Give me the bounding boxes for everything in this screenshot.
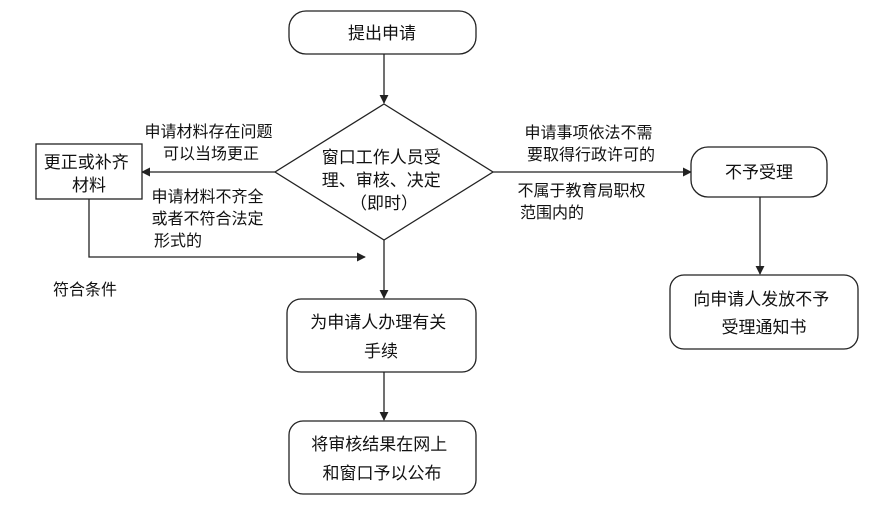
- node-reject-label: 不予受理: [725, 163, 793, 183]
- node-publish-box: [288, 420, 477, 495]
- edge-label-incomplete-line: 形式的: [154, 231, 202, 250]
- node-notice: 向申请人发放不予 受理通知书: [669, 274, 859, 350]
- edge-label-incomplete-line: 申请材料不齐全: [151, 187, 263, 206]
- node-publish-label: 将审核结果在网上 和窗口予以公布: [311, 435, 452, 484]
- node-review-diamond: [273, 103, 495, 241]
- node-correct: 更正或补齐 材料: [35, 143, 143, 200]
- node-correct-label: 更正或补齐 材料: [44, 153, 134, 196]
- node-publish: 将审核结果在网上 和窗口予以公布: [288, 420, 477, 495]
- edge-label-out-of-scope-line: 不属于教育局职权: [517, 181, 645, 200]
- node-review-line: 理、审核、决定: [322, 171, 441, 191]
- node-notice-label: 向申请人发放不予 受理通知书: [693, 290, 834, 338]
- node-publish-line: 和窗口予以公布: [323, 464, 442, 484]
- edge-label-no-permit-line: 要取得行政许可的: [527, 145, 655, 164]
- edge-label-fixable-line: 申请材料存在问题: [144, 122, 272, 141]
- edge-label-incomplete: 申请材料不齐全 或者不符合法定 形式的: [151, 187, 268, 250]
- node-publish-line: 将审核结果在网上: [311, 435, 447, 455]
- edge-label-qualified-line: 符合条件: [53, 280, 117, 299]
- node-handle-box: [286, 298, 477, 373]
- connectors: [88, 54, 765, 421]
- node-review: 窗口工作人员受 理、审核、决定 （即时）: [273, 103, 495, 241]
- node-review-line: 窗口工作人员受: [322, 148, 441, 168]
- node-reject-line: 不予受理: [725, 163, 793, 183]
- edge-label-fixable-line: 可以当场更正: [163, 144, 259, 163]
- node-correct-box: [35, 143, 143, 200]
- node-handle-line: 手续: [364, 342, 398, 362]
- node-notice-line: 受理通知书: [722, 318, 807, 338]
- edge-label-no-permit-line: 申请事项依法不需: [524, 123, 652, 142]
- node-review-line: （即时）: [350, 194, 418, 214]
- node-review-label: 窗口工作人员受 理、审核、决定 （即时）: [322, 148, 446, 214]
- node-correct-line: 材料: [72, 176, 106, 196]
- node-handle-label: 为申请人办理有关 手续: [310, 313, 451, 362]
- node-handle: 为申请人办理有关 手续: [286, 298, 477, 373]
- node-submit-box: [288, 10, 477, 55]
- edge-label-no-permit: 申请事项依法不需 要取得行政许可的: [524, 123, 657, 164]
- node-handle-line: 为申请人办理有关: [310, 313, 446, 333]
- node-correct-line: 更正或补齐: [44, 153, 129, 173]
- node-submit-line: 提出申请: [348, 24, 416, 44]
- node-notice-line: 向申请人发放不予: [693, 290, 829, 310]
- arrow-correct-to-handle: [88, 199, 366, 262]
- edge-label-fixable: 申请材料存在问题 可以当场更正: [144, 122, 277, 163]
- node-submit-label: 提出申请: [348, 24, 416, 44]
- node-submit: 提出申请: [288, 10, 477, 55]
- edge-label-out-of-scope-line: 范围内的: [520, 203, 584, 222]
- node-notice-box: [669, 274, 859, 350]
- edge-label-qualified: 符合条件: [53, 280, 117, 299]
- node-reject-box: [690, 146, 828, 198]
- node-reject: 不予受理: [690, 146, 828, 198]
- edge-label-incomplete-line: 或者不符合法定: [151, 209, 263, 228]
- edge-label-out-of-scope: 不属于教育局职权 范围内的: [517, 181, 650, 222]
